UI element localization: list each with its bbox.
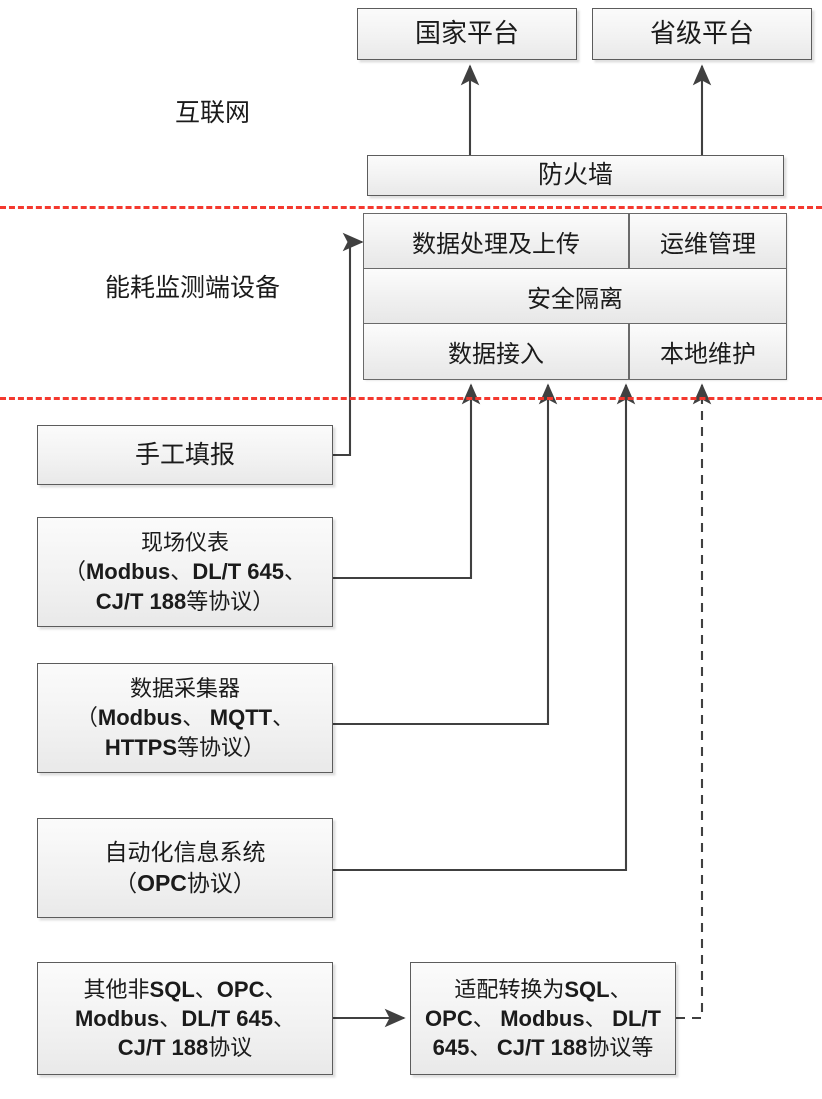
- connector-manual-to-process: [333, 232, 364, 457]
- terminal-device-panel: 数据处理及上传 运维管理 安全隔离 数据接入 本地维护: [363, 213, 787, 380]
- node-label: 省级平台: [649, 18, 754, 48]
- node-firewall[interactable]: 防火墙: [367, 155, 784, 196]
- zone-label-internet: 互联网: [175, 100, 251, 127]
- cell-security-isolation[interactable]: 安全隔离: [363, 268, 787, 324]
- cell-label: 安全隔离: [527, 286, 623, 313]
- node-label: 数据采集器（Modbus、 MQTT、HTTPS等协议）: [75, 676, 295, 760]
- node-label: 防火墙: [537, 162, 613, 189]
- cell-label: 数据处理及上传: [412, 231, 580, 258]
- node-national-platform[interactable]: 国家平台: [357, 8, 577, 60]
- node-provincial-platform[interactable]: 省级平台: [592, 8, 812, 60]
- cell-label: 运维管理: [660, 231, 756, 258]
- node-label: 国家平台: [414, 18, 519, 48]
- node-field-instrument[interactable]: 现场仪表（Modbus、DL/T 645、CJ/T 188等协议）: [37, 517, 333, 627]
- cell-label: 本地维护: [660, 342, 756, 368]
- node-automation-info-system[interactable]: 自动化信息系统（OPC协议）: [37, 818, 333, 918]
- connector-automation-to-access: [333, 383, 636, 872]
- connector-collector-to-access: [333, 383, 558, 726]
- cell-label: 数据接入: [448, 342, 544, 368]
- node-label: 其他非SQL、OPC、Modbus、DL/T 645、CJ/T 188协议: [74, 976, 296, 1061]
- node-label: 自动化信息系统（OPC协议）: [104, 839, 266, 896]
- cell-data-access[interactable]: 数据接入: [363, 323, 629, 380]
- cell-ops-management[interactable]: 运维管理: [629, 213, 787, 269]
- zone-separator-terminal: [0, 397, 822, 400]
- node-manual-entry[interactable]: 手工填报: [37, 425, 333, 485]
- cell-local-maintenance[interactable]: 本地维护: [629, 323, 787, 380]
- connector-adapter-to-local-maintenance: [676, 383, 712, 1020]
- node-other-protocols[interactable]: 其他非SQL、OPC、Modbus、DL/T 645、CJ/T 188协议: [37, 962, 333, 1075]
- node-data-collector[interactable]: 数据采集器（Modbus、 MQTT、HTTPS等协议）: [37, 663, 333, 773]
- cell-data-process-upload[interactable]: 数据处理及上传: [363, 213, 629, 269]
- node-label: 现场仪表（Modbus、DL/T 645、CJ/T 188等协议）: [63, 530, 307, 614]
- zone-label-terminal: 能耗监测端设备: [105, 275, 281, 302]
- connector-field-to-access: [333, 383, 481, 580]
- zone-separator-internet: [0, 206, 822, 209]
- node-label: 手工填报: [134, 441, 235, 469]
